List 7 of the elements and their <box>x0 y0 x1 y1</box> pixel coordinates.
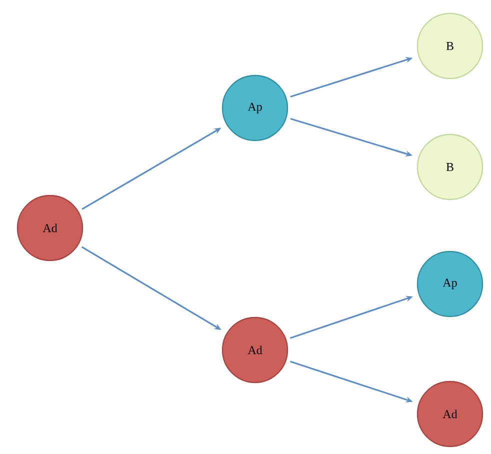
circle-node: Ad <box>222 316 288 384</box>
circle-node: Ap <box>222 74 288 142</box>
circle-node: Ad <box>16 194 84 262</box>
circle-node: Ad <box>416 380 484 448</box>
circle-node: B <box>416 134 484 200</box>
circle-node: Ap <box>416 250 484 318</box>
circle-node: B <box>416 12 484 80</box>
